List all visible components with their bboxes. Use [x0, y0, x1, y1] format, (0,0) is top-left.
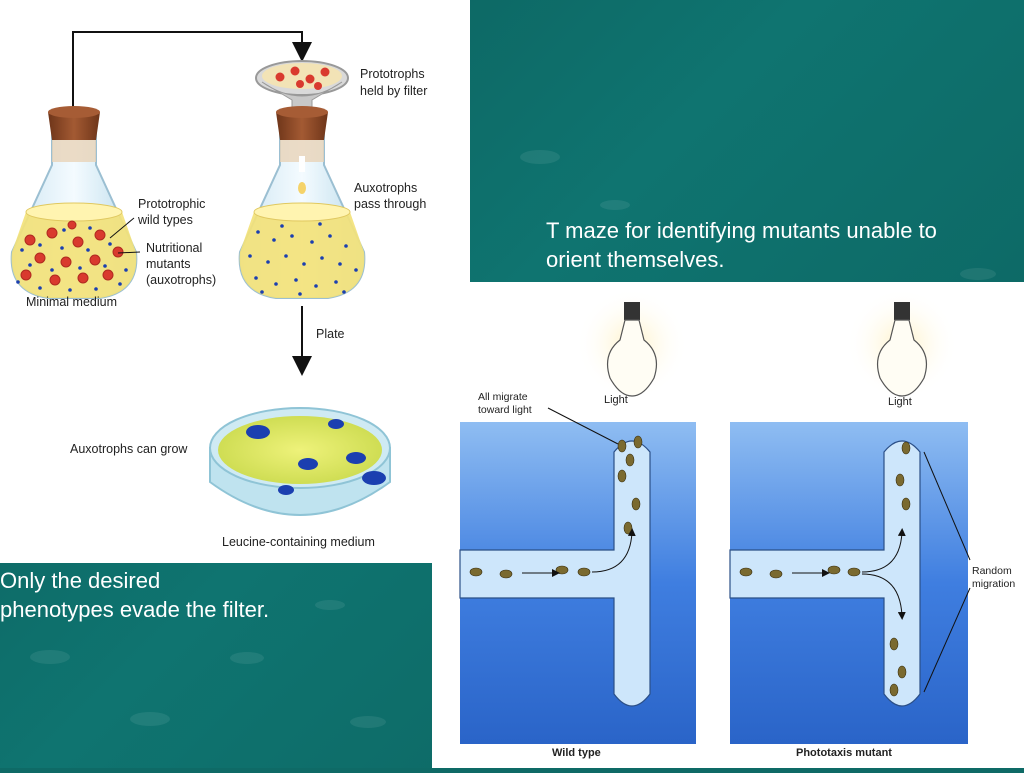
mutant-arrow-up [861, 528, 906, 573]
label-light-right: Light [888, 396, 912, 408]
right-flask [238, 106, 366, 299]
flies-wildtype [469, 435, 643, 579]
label-wild-type: Wild type [552, 747, 601, 759]
decor-bubble [130, 712, 170, 726]
label-all-migrate: All migrate toward light [478, 391, 532, 416]
tmaze-diagram: Light Light All migrate toward light Ran… [459, 288, 1015, 759]
light-bulb-left [576, 288, 688, 400]
caption-line: Only the desired [0, 568, 161, 593]
label-minimal-medium: Minimal medium [26, 295, 117, 309]
caption-tmaze: T maze for identifying mutants unable to… [546, 216, 1016, 274]
decor-bubble [960, 268, 996, 280]
label-nutritional-mutants: Nutritional mutants (auxotrophs) [146, 241, 216, 287]
label-light-left: Light [604, 394, 628, 406]
label-auxotrophs-can-grow: Auxotrophs can grow [70, 442, 188, 456]
pointer-line [547, 407, 619, 445]
label-prototrophs-filter: Prototrophs held by filter [360, 67, 428, 98]
petri-dish [209, 407, 391, 516]
auxotroph-dots-right [248, 222, 358, 296]
decor-bubble [520, 150, 560, 164]
caption-line: phenotypes evade the filter. [0, 597, 270, 622]
left-flask [10, 106, 138, 299]
caption-line: T maze for identifying mutants unable to [546, 218, 937, 243]
pointer-line [923, 587, 971, 693]
caption-line: orient themselves. [546, 247, 725, 272]
wildtype-arrow-up [591, 528, 636, 573]
decor-bubble [600, 200, 630, 210]
caption-filter: Only the desired phenotypes evade the fi… [0, 566, 420, 624]
label-auxotrophs-pass: Auxotrophs pass through [354, 181, 426, 211]
decor-bubble [350, 716, 386, 728]
tmaze-diagram-panel: Light Light All migrate toward light Ran… [432, 282, 1024, 768]
flies-mutant [739, 441, 911, 697]
auxotroph-dots-left [16, 226, 128, 292]
decor-bubble [315, 600, 345, 610]
mutant-arrow-down [861, 573, 906, 620]
decor-bubble [30, 650, 70, 664]
label-phototaxis-mutant: Phototaxis mutant [796, 747, 892, 759]
filter-diagram: Prototrophs held by filter Prototrophic … [10, 31, 428, 549]
filter-diagram-panel: Prototrophs held by filter Prototrophic … [0, 0, 470, 563]
label-leucine-medium: Leucine-containing medium [222, 535, 375, 549]
auxotroph-colonies [246, 419, 386, 495]
decor-bubble [230, 652, 264, 664]
label-plate: Plate [316, 327, 345, 341]
transfer-arrow [72, 31, 312, 110]
light-bulb-right [846, 288, 958, 400]
label-random-migration: Random migration [972, 565, 1015, 590]
prototroph-dots-filter [275, 66, 330, 90]
prototroph-dots-left [20, 220, 124, 286]
pointer-line [923, 451, 971, 561]
label-prototrophic-wild-types: Prototrophic wild types [137, 197, 209, 227]
pointer-line [117, 251, 141, 254]
pointer-line [109, 217, 135, 239]
